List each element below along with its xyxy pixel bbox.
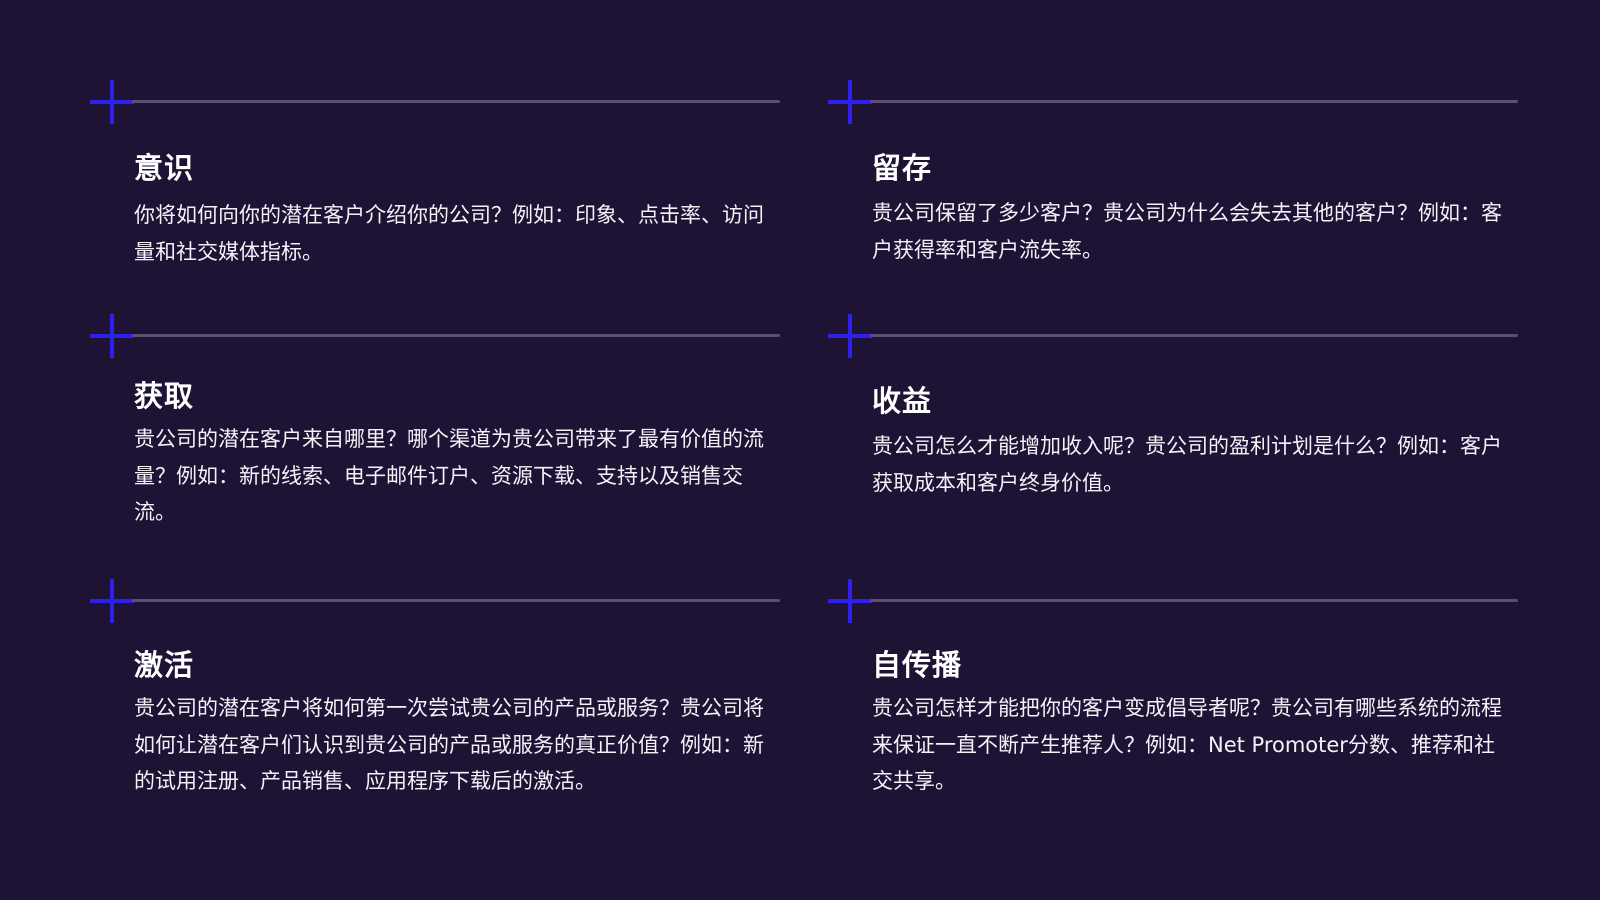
divider-line [870, 599, 1518, 602]
plus-icon [828, 80, 872, 124]
divider-line [132, 334, 780, 337]
divider-line [132, 599, 780, 602]
section-body: 贵公司的潜在客户来自哪里？哪个渠道为贵公司带来了最有价值的流量？例如：新的线索、… [134, 427, 764, 524]
plus-icon [828, 314, 872, 358]
section-body: 你将如何向你的潜在客户介绍你的公司？例如：印象、点击率、访问量和社交媒体指标。 [134, 203, 764, 264]
divider-line [870, 334, 1518, 337]
section-title: 意识 [134, 151, 195, 185]
section-body: 贵公司的潜在客户将如何第一次尝试贵公司的产品或服务？贵公司将如何让潜在客户们认识… [134, 696, 764, 793]
section-title: 收益 [872, 384, 933, 418]
plus-icon [90, 314, 134, 358]
plus-icon [828, 579, 872, 623]
plus-icon [90, 579, 134, 623]
section-body: 贵公司怎么才能增加收入呢？贵公司的盈利计划是什么？例如：客户获取成本和客户终身价… [872, 434, 1502, 495]
plus-icon [90, 80, 134, 124]
divider-line [870, 100, 1518, 103]
section-body: 贵公司怎样才能把你的客户变成倡导者呢？贵公司有哪些系统的流程来保证一直不断产生推… [872, 696, 1502, 793]
section-title: 留存 [872, 151, 933, 185]
section-title: 自传播 [872, 648, 963, 682]
section-title: 激活 [134, 648, 195, 682]
divider-line [132, 100, 780, 103]
section-title: 获取 [134, 379, 195, 413]
section-body: 贵公司保留了多少客户？贵公司为什么会失去其他的客户？例如：客户获得率和客户流失率… [872, 201, 1502, 262]
